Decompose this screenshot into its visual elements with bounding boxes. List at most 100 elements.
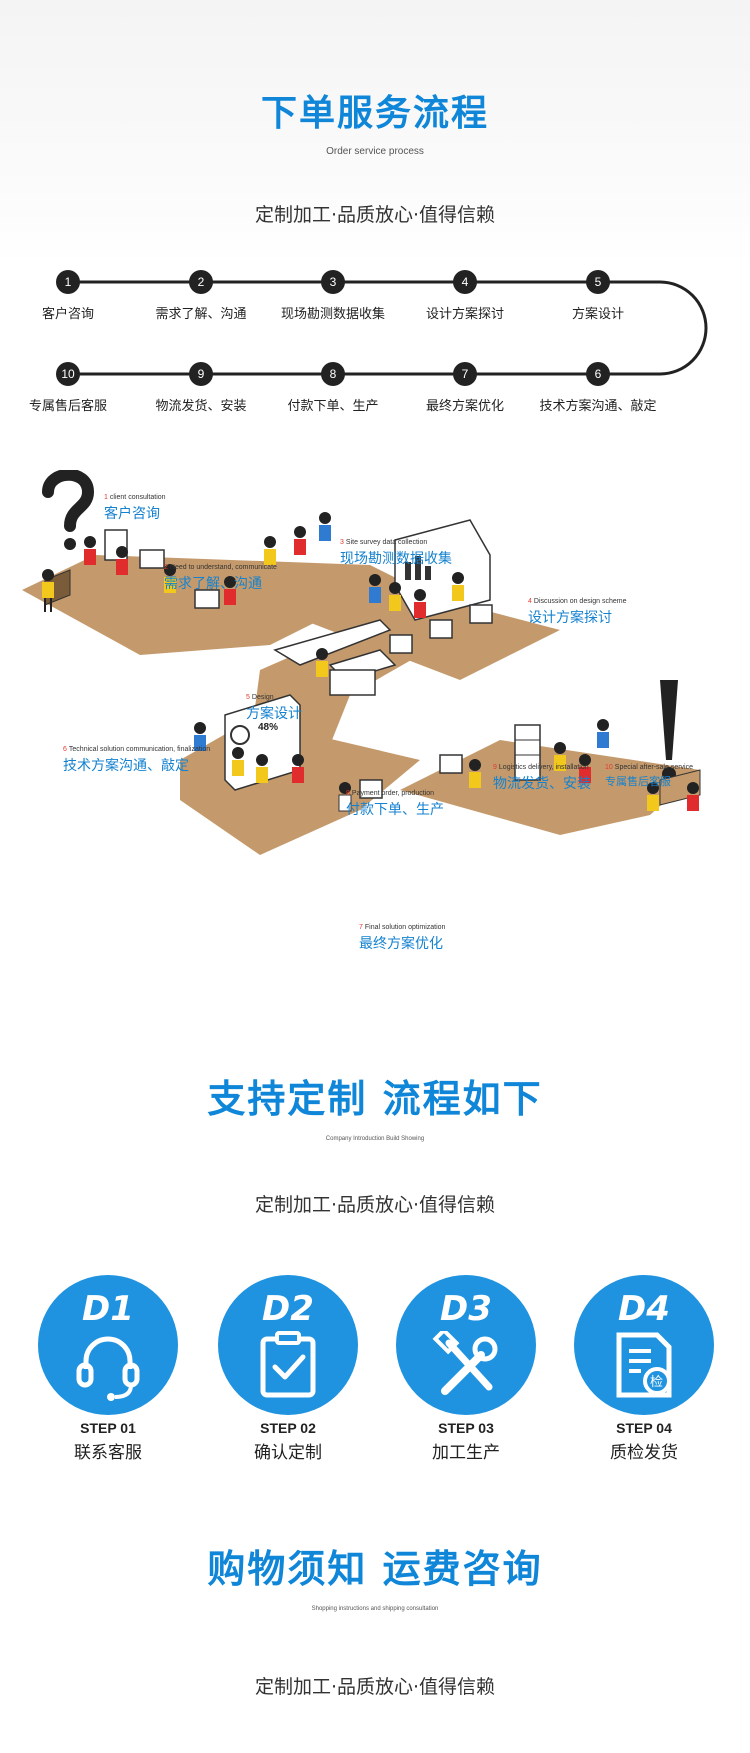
step-d2-circle: D2: [218, 1275, 358, 1415]
step-d3-circle: D3: [396, 1275, 536, 1415]
hero-background: [0, 0, 750, 265]
section3-tagline-wrap: 定制加工·品质放心·值得信赖: [0, 1672, 750, 1699]
timeline-step-4: 4 设计方案探讨: [400, 270, 530, 322]
isometric-office-scene: 48%: [22, 470, 701, 855]
office-process-illustration: 48%: [0, 470, 750, 970]
step-code: D2: [262, 1289, 314, 1329]
timeline-connector: [68, 280, 708, 376]
label-number: 2: [164, 564, 168, 571]
step-label-en: STEP 02: [260, 1420, 316, 1436]
step-label: 现场勘测数据收集: [280, 307, 385, 322]
timeline-step-6: 6 技术方案沟通、敲定: [533, 362, 663, 414]
step-code: D4: [618, 1289, 670, 1329]
timeline-step-3: 3 现场勘测数据收集: [268, 270, 398, 322]
label-number: 7: [359, 924, 363, 931]
step-number-badge: 8: [321, 362, 345, 386]
label-en: Site survey data collection: [345, 539, 428, 546]
step-label-en: STEP 01: [80, 1420, 136, 1436]
step-label-zh: 确认定制: [254, 1443, 322, 1463]
step-label: 付款下单、生产: [287, 399, 379, 414]
section1-tagline-wrap: 定制加工·品质放心·值得信赖: [0, 200, 750, 227]
section2-tagline-wrap: 定制加工·品质放心·值得信赖: [0, 1190, 750, 1217]
people-figures: [42, 512, 699, 812]
section2-title: 支持定制 流程如下: [207, 1077, 543, 1121]
step-number-badge: 9: [189, 362, 213, 386]
step-label: 专属售后客服: [28, 399, 107, 414]
label-en: Discussion on design scheme: [533, 598, 627, 605]
inspection-doc-icon: 检: [616, 1332, 672, 1398]
label-zh: 专属售后客服: [605, 775, 671, 788]
step-label-zh: 联系客服: [74, 1443, 142, 1463]
step-label: 物流发货、安装: [155, 399, 247, 414]
timeline-step-10: 10 专属售后客服: [3, 362, 133, 414]
step-number-badge: 4: [453, 270, 477, 294]
step-d4-caption: STEP 04 质检发货: [564, 1420, 724, 1463]
timeline-step-9: 9 物流发货、安装: [136, 362, 266, 414]
label-number: 10: [605, 764, 613, 771]
section1-subtitle-wrap: Order service process: [0, 146, 750, 157]
process-timeline: 1 客户咨询 2 需求了解、沟通 3 现场勘测数据收集 4 设计方案探讨 5 方…: [0, 255, 750, 415]
label-en: client consultation: [109, 494, 166, 501]
inspection-badge: 检: [650, 1375, 663, 1390]
label-number: 9: [493, 764, 497, 771]
board-percent-text: 48%: [258, 722, 278, 733]
label-en: Technical solution communication, finali…: [68, 746, 211, 753]
label-zh: 客户咨询: [104, 506, 160, 522]
section3-subtitle-wrap: Shopping instructions and shipping consu…: [0, 1606, 750, 1612]
section3-title: 购物须知 运费咨询: [207, 1547, 543, 1591]
section2-subtitle-wrap: Company Introduction Build Showing: [0, 1136, 750, 1142]
step-number-badge: 6: [586, 362, 610, 386]
label-zh: 技术方案沟通、敲定: [63, 758, 189, 774]
step-label-en: STEP 03: [438, 1420, 494, 1436]
step-number-badge: 1: [56, 270, 80, 294]
section3-subtitle-en: Shopping instructions and shipping consu…: [311, 1606, 439, 1612]
label-number: 1: [104, 494, 108, 501]
question-mark-icon: [42, 470, 95, 550]
label-en: Payment order, production: [351, 790, 435, 797]
step-code: D1: [82, 1289, 134, 1329]
step-number-badge: 3: [321, 270, 345, 294]
section3-header: 购物须知 运费咨询: [0, 1538, 750, 1593]
label-number: 8: [346, 790, 350, 797]
step-number-badge: 10: [56, 362, 80, 386]
section2-tagline: 定制加工·品质放心·值得信赖: [254, 1194, 496, 1216]
label-number: 6: [63, 746, 67, 753]
step-label-zh: 加工生产: [432, 1443, 500, 1463]
section2-header: 支持定制 流程如下: [0, 1068, 750, 1123]
label-en: Design: [251, 694, 274, 701]
tools-icon: [432, 1331, 498, 1395]
step-d3-caption: STEP 03 加工生产: [386, 1420, 546, 1463]
step-label: 需求了解、沟通: [155, 307, 247, 322]
step-label: 方案设计: [571, 307, 624, 322]
step-d1-caption: STEP 01 联系客服: [28, 1420, 188, 1463]
step-label: 最终方案优化: [425, 399, 504, 414]
step-number-badge: 7: [453, 362, 477, 386]
timeline-step-5: 5 方案设计: [533, 270, 663, 322]
step-label: 技术方案沟通、敲定: [539, 399, 657, 414]
step-code: D3: [440, 1289, 492, 1329]
label-zh: 需求了解、沟通: [164, 576, 262, 592]
section1-title: 下单服务流程: [260, 93, 489, 134]
step-label-en: STEP 04: [616, 1420, 672, 1436]
timeline-step-8: 8 付款下单、生产: [268, 362, 398, 414]
clipboard-check-icon: [260, 1331, 316, 1398]
timeline-step-1: 1 客户咨询: [3, 270, 133, 322]
label-zh: 方案设计: [246, 706, 302, 722]
label-number: 5: [246, 694, 250, 701]
headset-icon: [76, 1336, 140, 1401]
step-d2-caption: STEP 02 确认定制: [208, 1420, 368, 1463]
label-en: Logistics delivery, installation: [498, 764, 589, 771]
label-zh: 最终方案优化: [359, 936, 443, 952]
label-en: Special after-sale service: [614, 764, 693, 771]
section3-tagline: 定制加工·品质放心·值得信赖: [254, 1676, 496, 1698]
section1-header: 下单服务流程: [0, 84, 750, 136]
step-label-zh: 质检发货: [610, 1443, 678, 1463]
